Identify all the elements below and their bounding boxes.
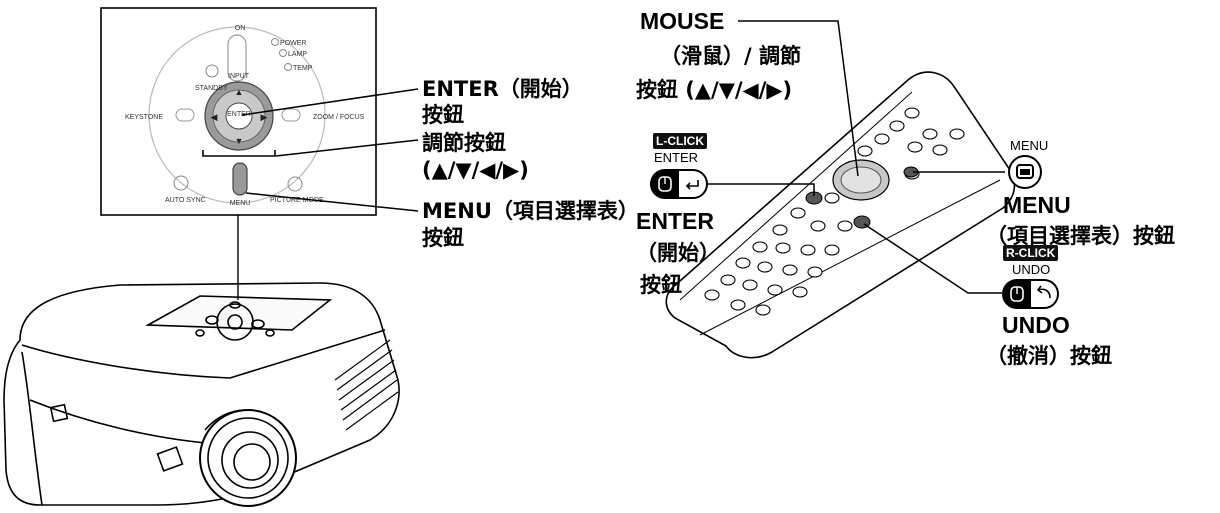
panel-label-auto-sync: AUTO SYNC (165, 197, 206, 204)
enter-label-line1: ENTER（開始） (422, 77, 583, 101)
mouse-label-line3: 按鈕 (▲/▼/◀/▶) (636, 78, 793, 102)
mouse-label-line1: MOUSE (640, 8, 725, 34)
remote-undo-desc-label: （撤消）按鈕 (986, 344, 1112, 368)
lclick-badge: L-CLICK (653, 133, 707, 149)
menu-button (232, 162, 248, 196)
auto-sync-button (173, 175, 189, 191)
remote-menu-icon (1008, 155, 1042, 189)
panel-label-on: ON (235, 25, 246, 32)
svg-text:▶: ▶ (261, 112, 268, 122)
remote-menu-desc-label: （項目選擇表）按鈕 (986, 224, 1175, 248)
svg-text:◀: ◀ (211, 112, 218, 122)
panel-label-power: POWER (280, 40, 306, 47)
picture-mode-button (287, 176, 303, 192)
rclick-badge: R-CLICK (1003, 245, 1059, 261)
standby-button (205, 64, 219, 78)
panel-label-keystone: KEYSTONE (125, 114, 163, 121)
remote-enter-label: ENTER (636, 208, 714, 234)
adjust-label-line2: (▲/▼/◀/▶) (422, 158, 529, 182)
remote-leader-lines (706, 20, 1005, 294)
remote-undo-icon (1002, 279, 1059, 309)
remote-menu-label: MENU (1003, 192, 1071, 218)
enter-button (225, 102, 253, 130)
panel-label-input: INPUT (228, 73, 250, 80)
keystone-button (175, 108, 195, 122)
control-panel-inset: ▲ ▼ ◀ ▶ ON POWER LAMP TEMP INPUT STANDBY… (100, 7, 377, 216)
menu-label-line1: MENU（項目選擇表） (422, 199, 639, 223)
enter-label-line2: 按鈕 (422, 103, 464, 127)
remote-undo-small-label: UNDO (1012, 262, 1051, 277)
svg-text:▲: ▲ (235, 87, 244, 97)
projector-illustration (3, 282, 400, 507)
panel-label-menu: MENU (230, 200, 251, 207)
panel-label-enter: ENTER (227, 111, 251, 118)
panel-label-zoom-focus: ZOOM / FOCUS (313, 114, 365, 121)
remote-undo-label: UNDO (1002, 312, 1070, 338)
remote-enter-small-label: ENTER (654, 150, 699, 165)
panel-label-standby: STANDBY (195, 85, 228, 92)
mouse-label-line2: （滑鼠）/ 調節 (660, 44, 801, 68)
menu-label-line2: 按鈕 (422, 226, 464, 250)
remote-enter-start-label: （開始） (636, 241, 720, 265)
adjust-label-line1: 調節按鈕 (422, 131, 506, 155)
panel-label-picture-mode: PICTURE MODE (270, 197, 324, 204)
remote-enter-icon (650, 169, 708, 199)
svg-text:▼: ▼ (235, 136, 244, 146)
remote-illustration (665, 71, 1016, 359)
remote-enter-button-label: 按鈕 (640, 273, 682, 297)
panel-label-lamp: LAMP (288, 51, 307, 58)
on-button (227, 34, 247, 82)
remote-menu-small-label: MENU (1010, 138, 1049, 153)
zoom-focus-button (281, 108, 301, 122)
inset-leader-lines (241, 88, 419, 212)
panel-label-temp: TEMP (293, 65, 313, 72)
